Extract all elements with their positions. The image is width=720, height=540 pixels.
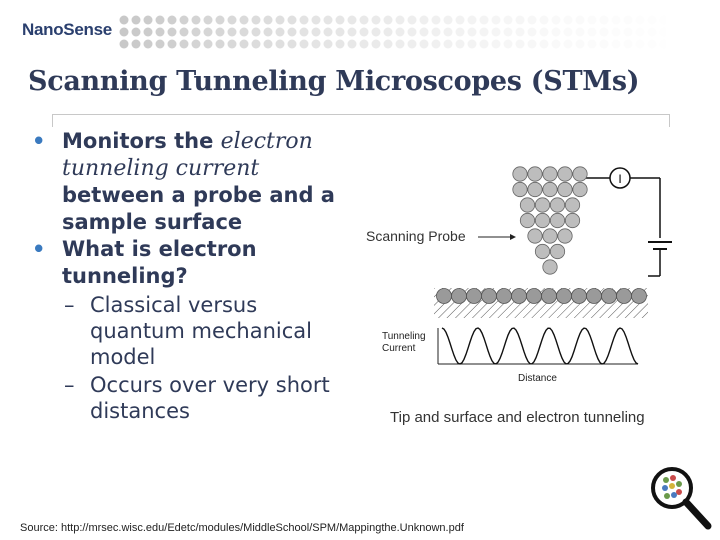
probe-atom <box>512 166 528 182</box>
bullet-text: What is electron tunneling? <box>62 237 257 288</box>
dash-icon: – <box>64 373 75 397</box>
surface-atom <box>466 288 482 304</box>
probe-atom <box>572 181 588 198</box>
surface-atom <box>481 288 497 304</box>
sub-bullet-classical: – Classical versus quantum mechanical mo… <box>28 292 358 370</box>
surface-atom <box>631 288 647 304</box>
sub-bullet-text: Occurs over very short distances <box>90 373 330 423</box>
nanosense-logo: NanoSense <box>22 20 112 39</box>
probe-atom <box>549 243 566 260</box>
ammeter-label: I <box>618 172 621 186</box>
slide-title: Scanning Tunneling Microscopes (STMs) <box>28 66 640 97</box>
probe-atom <box>519 212 536 229</box>
bullet-item-monitors: • Monitors the electron tunneling curren… <box>28 128 358 236</box>
probe-atom <box>527 228 543 244</box>
bullet-text: Monitors the <box>62 129 221 153</box>
probe-atom <box>542 181 558 198</box>
probe-atom <box>557 166 573 182</box>
current-label-line1: Tunneling <box>382 331 426 342</box>
current-label-line2: Current <box>382 343 416 354</box>
probe-atom <box>542 166 558 182</box>
current-wave <box>441 327 639 365</box>
bullet-text: between a probe and a sample surface <box>62 183 335 234</box>
surface-atom <box>436 288 452 304</box>
probe-atom <box>564 212 581 229</box>
surface-atom <box>511 288 527 304</box>
surface-atom <box>541 288 557 304</box>
surface-atom <box>601 288 617 304</box>
magnifier-icon <box>651 467 712 530</box>
stm-diagram: I Scanning Probe Tunneling Current Dista… <box>366 166 672 384</box>
surface-atom <box>586 288 602 304</box>
probe-atom <box>527 166 543 182</box>
dash-icon: – <box>64 293 75 317</box>
title-divider <box>52 114 670 129</box>
probe-atom <box>519 197 536 213</box>
surface-atom <box>496 288 512 304</box>
surface-atom <box>526 288 542 304</box>
surface-atom <box>556 288 572 304</box>
probe-atom <box>564 197 581 213</box>
probe-atom <box>572 166 588 182</box>
probe-atom <box>512 181 528 198</box>
probe-atom <box>527 181 543 198</box>
bullet-item-what-is: • What is electron tunneling? <box>28 236 358 290</box>
surface-atom <box>571 288 587 304</box>
sub-bullet-distance: – Occurs over very short distances <box>28 372 358 424</box>
bullet-dot-icon: • <box>32 237 46 261</box>
probe-atom <box>542 259 558 275</box>
surface-atoms <box>436 288 647 304</box>
bullet-dot-icon: • <box>32 129 46 153</box>
source-citation: Source: http://mrsec.wisc.edu/Edetc/modu… <box>20 522 464 534</box>
probe-atom <box>549 197 566 213</box>
probe-atom <box>534 197 551 213</box>
surface-atom <box>616 288 632 304</box>
probe-atom <box>534 243 551 260</box>
probe-tip-atoms <box>512 166 588 275</box>
figure-caption: Tip and surface and electron tunneling <box>390 409 645 426</box>
header-dot-pattern <box>119 15 666 49</box>
sub-bullet-text: Classical versus quantum mechanical mode… <box>90 293 312 369</box>
probe-atom <box>549 212 566 229</box>
probe-atom <box>542 228 558 244</box>
probe-label: Scanning Probe <box>366 228 466 244</box>
bullet-list: • Monitors the electron tunneling curren… <box>28 128 358 424</box>
bullet-italic-text: electron tunneling current <box>62 129 313 181</box>
probe-atom <box>534 212 551 229</box>
surface-atom <box>451 288 467 304</box>
probe-atom <box>557 181 573 198</box>
probe-atom <box>557 228 573 244</box>
distance-label: Distance <box>518 373 557 384</box>
